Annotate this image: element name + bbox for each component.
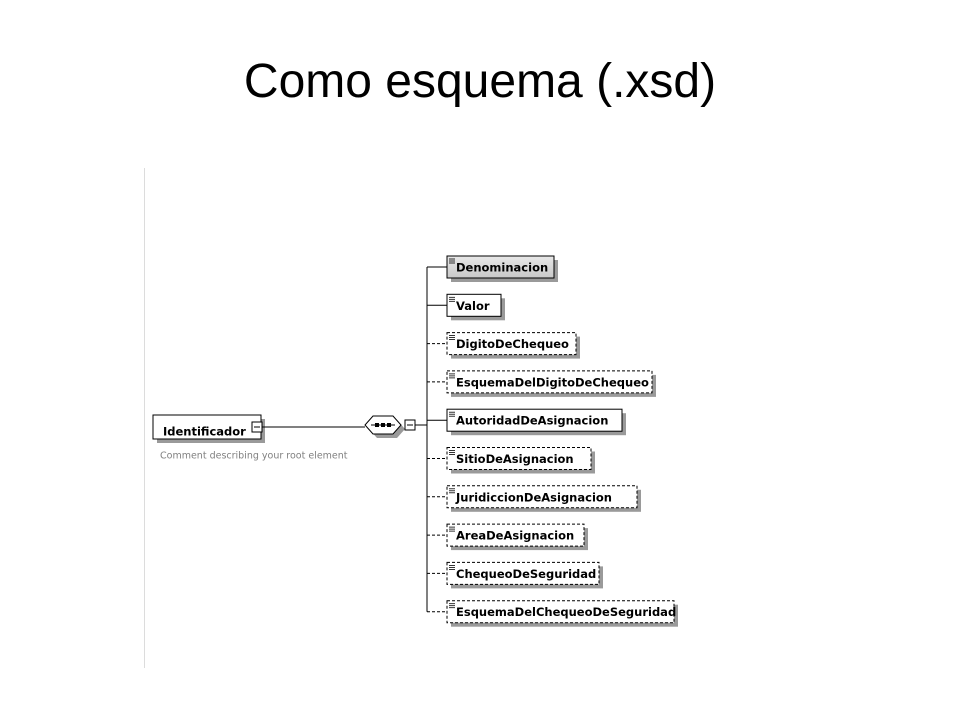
xsd-diagram: Identificador Comment describing your ro… xyxy=(144,168,705,668)
child-element-label: SitioDeAsignacion xyxy=(456,452,574,466)
child-element[interactable]: EsquemaDelDigitoDeChequeo xyxy=(427,370,656,397)
child-element[interactable]: AreaDeAsignacion xyxy=(427,523,588,551)
child-element-label: ChequeoDeSeguridad xyxy=(456,567,596,581)
root-collapse-icon[interactable] xyxy=(251,421,263,433)
sequence-collapse-icon[interactable] xyxy=(404,419,416,431)
element-content-icon xyxy=(449,564,455,570)
child-element-label: DigitoDeChequeo xyxy=(456,337,569,351)
element-content-icon xyxy=(449,526,455,532)
child-element-box xyxy=(446,408,623,432)
element-content-icon xyxy=(449,335,455,341)
element-content-icon xyxy=(449,450,455,455)
child-element-label: AreaDeAsignacion xyxy=(456,529,574,543)
child-element-box xyxy=(446,370,653,394)
child-element-label: Valor xyxy=(456,299,490,313)
child-element[interactable]: ChequeoDeSeguridad xyxy=(427,561,603,589)
child-element-label: EsquemaDelDigitoDeChequeo xyxy=(456,375,649,389)
child-element[interactable]: AutoridadDeAsignacion xyxy=(427,408,626,436)
root-element[interactable]: Identificador xyxy=(152,414,265,443)
child-element-box xyxy=(446,523,585,547)
slide-title: Como esquema (.xsd) xyxy=(243,55,717,108)
child-element-box xyxy=(446,255,555,279)
child-element[interactable]: Valor xyxy=(427,293,505,321)
child-element-label: EsquemaDelChequeoDeSeguridad xyxy=(456,605,676,619)
child-element[interactable]: Denominacion xyxy=(427,255,558,282)
root-comment: Comment describing your root element xyxy=(160,451,348,462)
child-element[interactable]: DigitoDeChequeo xyxy=(427,332,580,359)
root-element-label: Identificador xyxy=(163,425,246,439)
child-element-box xyxy=(446,600,675,624)
child-element[interactable]: JuridiccionDeAsignacion xyxy=(427,485,641,512)
child-element[interactable]: SitioDeAsignacion xyxy=(427,447,595,474)
child-element-box xyxy=(446,485,638,509)
child-element-box xyxy=(446,561,600,585)
sequence-compositor-icon[interactable] xyxy=(364,415,405,438)
child-elements: DenominacionValorDigitoDeChequeoEsquemaD… xyxy=(415,255,678,627)
element-content-icon xyxy=(449,411,455,417)
element-content-icon xyxy=(449,296,455,302)
xsd-diagram-canvas: Identificador Comment describing your ro… xyxy=(152,255,678,627)
element-content-icon xyxy=(449,603,455,609)
child-element-box xyxy=(446,332,577,356)
child-element-label: Denominacion xyxy=(456,261,548,275)
child-element-label: JuridiccionDeAsignacion xyxy=(455,490,612,504)
element-content-icon xyxy=(449,373,455,379)
child-element[interactable]: EsquemaDelChequeoDeSeguridad xyxy=(427,600,678,627)
child-element-label: AutoridadDeAsignacion xyxy=(456,414,608,428)
element-content-icon xyxy=(449,258,455,264)
child-element-box xyxy=(446,293,502,317)
child-element-box xyxy=(446,447,592,470)
element-content-icon xyxy=(449,488,455,494)
